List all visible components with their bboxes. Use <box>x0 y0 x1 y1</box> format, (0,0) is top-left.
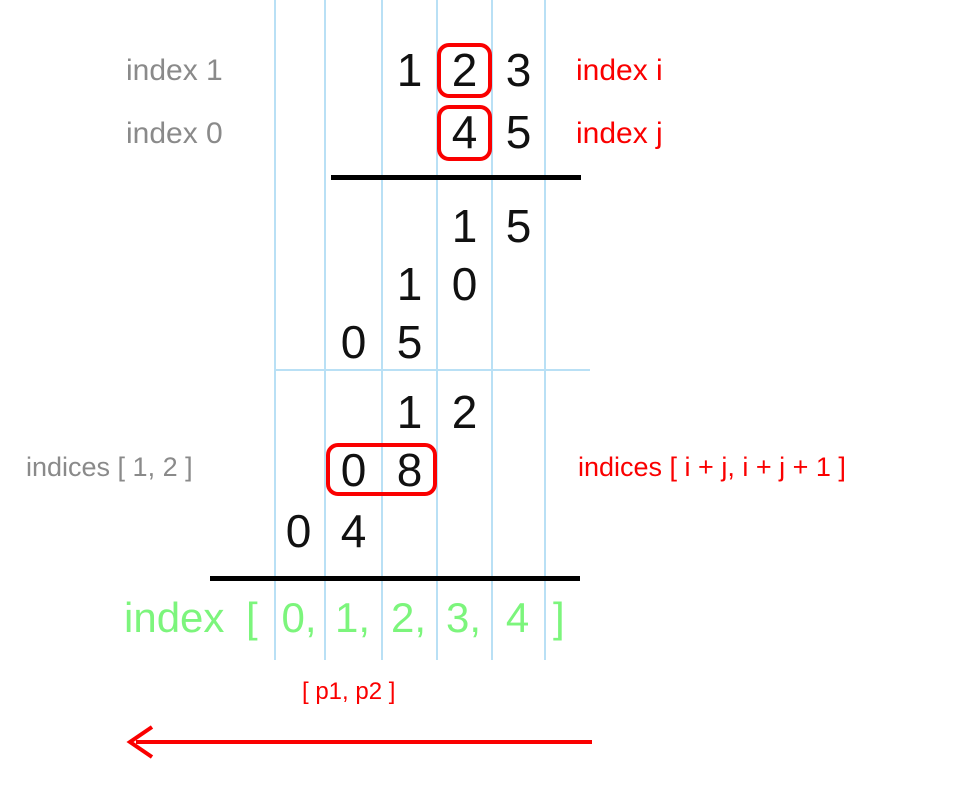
digit-partial-3x5-tens: 1 <box>451 200 478 252</box>
digit-partial-3x5-ones: 5 <box>505 200 532 252</box>
label-pointer-pair: [ p1, p2 ] <box>302 678 396 705</box>
digit-multiplier-tens: 4 <box>451 106 478 158</box>
digit-multiplicand-hundreds: 1 <box>396 44 423 96</box>
label-indices-right: indices [ i + j, i + j + 1 ] <box>578 452 846 482</box>
label-index-bracket-open: [ <box>246 594 258 641</box>
digit-multiplicand-ones: 3 <box>505 44 532 96</box>
digit-partial-2x4-ones: 8 <box>396 444 423 496</box>
label-index-1: index 1 <box>126 54 223 87</box>
grid-vline-0 <box>274 0 276 660</box>
label-index-word: index <box>124 594 225 641</box>
highlight-box-digit-2 <box>437 43 492 98</box>
digit-partial-1x5-ones: 5 <box>396 316 423 368</box>
label-index-0: index 0 <box>126 117 223 150</box>
digit-partial-1x5-tens: 0 <box>340 316 367 368</box>
multiplication-rule-top <box>331 175 581 180</box>
grid-vline-3 <box>436 0 438 660</box>
digit-partial-2x5-tens: 1 <box>396 258 423 310</box>
digit-partial-3x4-ones: 2 <box>451 386 478 438</box>
digit-partial-2x4-tens: 0 <box>340 444 367 496</box>
label-index-j: index j <box>576 117 663 150</box>
digit-multiplicand-tens: 2 <box>451 44 478 96</box>
grid-vline-4 <box>491 0 493 660</box>
grid-hline-mid <box>274 369 590 371</box>
multiplication-rule-bottom <box>210 576 580 581</box>
label-index-bracket-close: ] <box>553 594 565 641</box>
label-indices-left: indices [ 1, 2 ] <box>26 452 193 482</box>
digit-multiplier-ones: 5 <box>505 106 532 158</box>
grid-vline-5 <box>544 0 546 660</box>
digit-partial-1x4-tens: 0 <box>285 505 312 557</box>
index-cell-4: 4 <box>505 594 530 641</box>
grid-vline-1 <box>324 0 326 660</box>
index-cell-3: 3, <box>445 594 482 641</box>
label-index-i: index i <box>576 54 663 87</box>
grid-vline-2 <box>381 0 383 660</box>
highlight-box-result-08 <box>326 443 437 496</box>
index-cell-0: 0, <box>281 594 317 641</box>
index-cell-2: 2, <box>390 594 427 641</box>
digit-partial-2x5-ones: 0 <box>451 258 478 310</box>
highlight-box-digit-4 <box>437 105 492 161</box>
index-cell-1: 1, <box>334 594 371 641</box>
digit-partial-3x4-tens: 1 <box>396 386 423 438</box>
digit-partial-1x4-ones: 4 <box>340 505 367 557</box>
